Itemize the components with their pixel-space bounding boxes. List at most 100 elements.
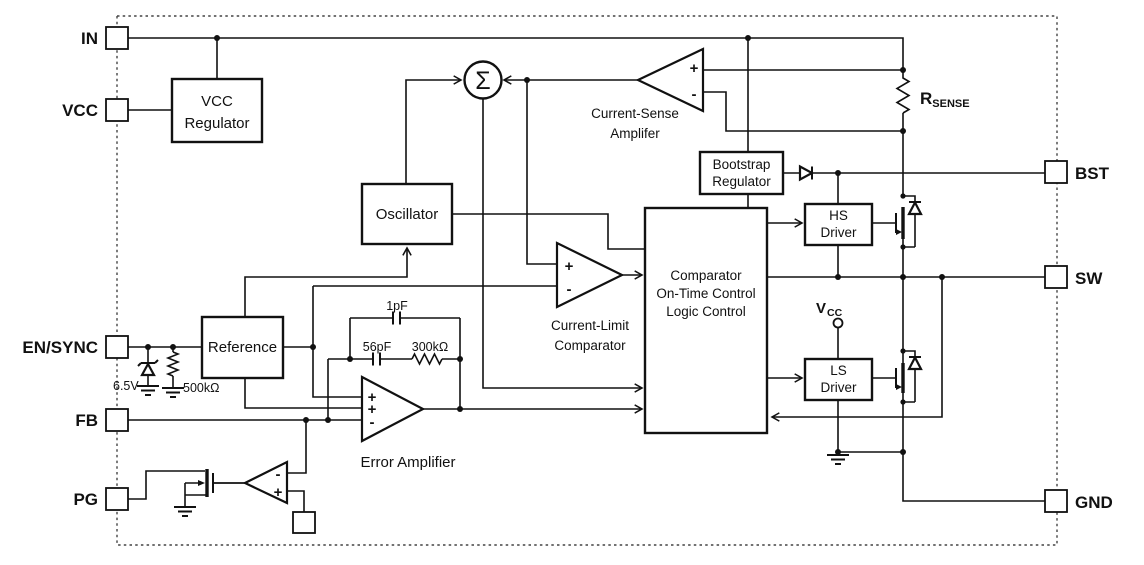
wire-pgcomp-minus [287, 420, 307, 474]
block-reference: Reference [200, 315, 285, 380]
climit-label1: Current-Limit [551, 318, 629, 333]
block-bootstrap-regulator: Bootstrap Regulator [698, 150, 785, 196]
svg-text:Regulator: Regulator [184, 115, 249, 132]
svg-text:Regulator: Regulator [712, 174, 771, 189]
wire-pgcomp-plus [287, 490, 305, 512]
cap-56pf-label: 56pF [363, 340, 392, 354]
rsense-label: RSENSE [920, 89, 970, 110]
block-control-logic: Comparator On-Time Control Logic Control [643, 206, 769, 435]
en-clamp: 6.5V 500kΩ [113, 351, 219, 398]
vcc-rail-label: V [816, 300, 826, 317]
pins: IN VCC EN/SYNC FB PG BST SW GND [22, 26, 1113, 513]
svg-text:Logic Control: Logic Control [666, 304, 746, 319]
wire-in-rail [128, 37, 904, 70]
cap-1pf-label: 1pF [386, 299, 408, 313]
svg-text:+: + [274, 484, 283, 501]
wire-ref-to-erramp [312, 286, 362, 398]
zener-label: 6.5V [113, 379, 139, 393]
pg-threshold-box [292, 511, 316, 534]
svg-text:On-Time Control: On-Time Control [656, 286, 755, 301]
pin-pg [105, 487, 129, 511]
pin-vcc-label: VCC [62, 101, 98, 120]
wire-ref2-to-erramp [244, 378, 362, 409]
svg-text:HS: HS [829, 208, 848, 223]
svg-text:+: + [690, 60, 699, 77]
pin-gnd-label: GND [1075, 493, 1113, 512]
cap-56pf-icon [372, 352, 381, 366]
climit-label2: Comparator [554, 338, 626, 353]
vcc-rail-terminal: V CC [816, 300, 844, 329]
wire-ref-to-osc [244, 246, 412, 317]
current-sense-amplifier: + - Current-Sense Amplifer [591, 47, 705, 141]
compensation-network: 1pF 56pF 300kΩ [363, 299, 448, 366]
svg-text:Bootstrap: Bootstrap [713, 157, 771, 172]
svg-text:-: - [370, 414, 375, 431]
pin-in-label: IN [81, 29, 98, 48]
rsense-resistor: RSENSE [895, 70, 970, 114]
pin-sw-label: SW [1075, 269, 1103, 288]
current-limit-comparator: + - Current-Limit Comparator [551, 241, 629, 353]
cs-amp-label2: Amplifer [610, 126, 660, 141]
svg-text:+: + [565, 258, 574, 275]
pin-en-sync-label: EN/SYNC [22, 338, 98, 357]
pin-sw [1044, 265, 1068, 289]
bootstrap-diode [798, 164, 815, 182]
ground-icon [174, 506, 196, 517]
res-500k-label: 500kΩ [183, 381, 219, 395]
hs-body-diode-wire [903, 195, 916, 248]
ground-icon [827, 454, 849, 465]
pg-mosfet [174, 469, 214, 517]
svg-text:-: - [567, 281, 572, 298]
wire-cs-out-to-climit [526, 80, 557, 265]
block-ls-driver: LS Driver [803, 357, 874, 402]
svg-text:Driver: Driver [821, 225, 858, 240]
ls-mosfet [872, 350, 923, 403]
wire-osc-to-logic [452, 213, 645, 250]
cs-amp-label1: Current-Sense [591, 106, 679, 121]
pin-bst-label: BST [1075, 164, 1110, 183]
junction-dots [145, 35, 945, 455]
pin-en-sync [105, 335, 129, 359]
ls-body-diode-wire [903, 350, 916, 403]
hs-body-diode [907, 200, 923, 216]
vcc-rail-sub: CC [827, 307, 843, 319]
res-500k-icon [165, 351, 181, 377]
cap-1pf-icon [392, 311, 401, 325]
pin-fb-label: FB [75, 411, 98, 430]
svg-text:Driver: Driver [821, 380, 858, 395]
wire-cs-minus [703, 91, 903, 132]
pin-vcc [105, 98, 129, 122]
error-amp-label: Error Amplifier [360, 454, 455, 471]
svg-text:+: + [368, 389, 377, 406]
pin-fb [105, 408, 129, 432]
wire-sw-return [770, 277, 943, 422]
error-amplifier: + + - Error Amplifier [360, 375, 456, 471]
ls-body-diode [907, 355, 923, 371]
ground-icon [162, 387, 184, 398]
svg-text:Comparator: Comparator [670, 268, 742, 283]
wire-sigma-to-logic [482, 99, 644, 393]
sigma-symbol: Σ [475, 67, 490, 95]
pin-in [105, 26, 129, 50]
svg-text:+: + [368, 401, 377, 418]
svg-text:LS: LS [830, 363, 847, 378]
wire-pgfet-source [184, 482, 207, 507]
pin-bst [1044, 160, 1068, 184]
svg-text:Oscillator: Oscillator [376, 206, 439, 223]
wires [128, 37, 1045, 512]
pg-comparator: - + [242, 460, 316, 534]
svg-text:VCC: VCC [201, 93, 233, 110]
ground-icon [137, 385, 159, 396]
block-hs-driver: HS Driver [803, 202, 874, 247]
res-300k-icon [411, 352, 443, 366]
summing-node: Σ [463, 60, 503, 100]
hs-mosfet [872, 195, 923, 248]
res-300k-label: 300kΩ [412, 340, 448, 354]
wire-pg-drain [128, 470, 205, 500]
svg-text:-: - [692, 86, 697, 103]
block-oscillator: Oscillator [360, 182, 454, 246]
svg-text:-: - [276, 466, 281, 483]
block-vcc-regulator: VCC Regulator [170, 77, 264, 144]
